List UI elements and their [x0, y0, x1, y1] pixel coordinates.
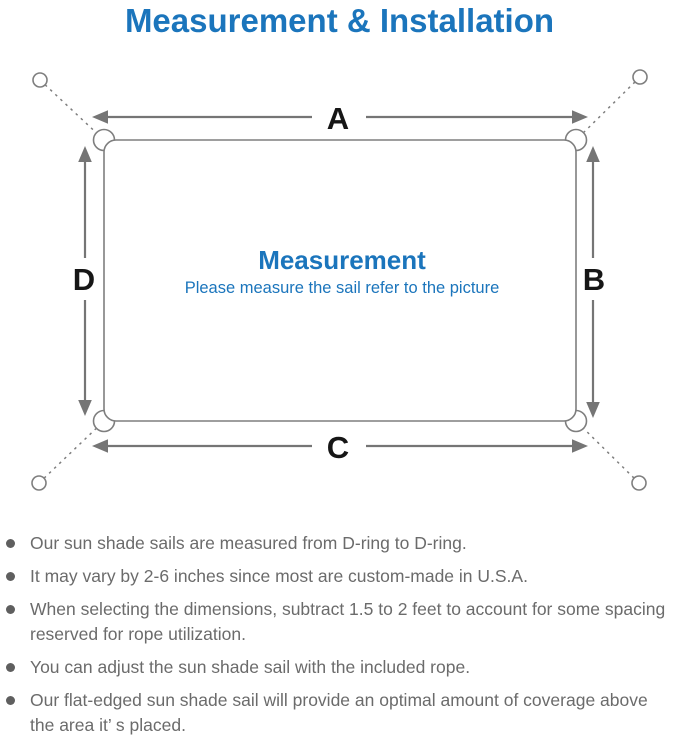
bullet-dot-icon	[6, 696, 15, 705]
diagram-caption-title: Measurement	[258, 245, 426, 275]
corner-rope-lines	[38, 76, 641, 484]
rope-bottom-right	[575, 420, 640, 484]
bullet-dot-icon	[6, 663, 15, 672]
bullet-dot-icon	[6, 539, 15, 548]
anchor-ring-bottom-left	[31, 475, 47, 491]
rope-top-left	[39, 79, 105, 141]
edge-label-c: C	[327, 430, 349, 465]
bullet-dot-icon	[6, 605, 15, 614]
note-text: It may vary by 2-6 inches since most are…	[30, 566, 528, 586]
list-item: Our flat-edged sun shade sail will provi…	[0, 688, 673, 738]
list-item: It may vary by 2-6 inches since most are…	[0, 564, 673, 589]
arrowhead-a-left	[92, 110, 108, 124]
edge-label-b: B	[583, 262, 605, 297]
arrowhead-b-up	[586, 146, 600, 162]
rope-top-right	[575, 76, 641, 141]
diagram-caption-subtitle: Please measure the sail refer to the pic…	[185, 279, 500, 297]
shade-sail-outline	[103, 139, 577, 422]
anchor-point-rings	[31, 69, 648, 491]
list-item: When selecting the dimensions, subtract …	[0, 597, 673, 647]
measurement-notes-list: Our sun shade sails are measured from D-…	[0, 531, 679, 739]
bullet-dot-icon	[6, 572, 15, 581]
dimension-arrows	[83, 115, 595, 448]
anchor-ring-top-right	[632, 69, 648, 85]
edge-label-d: D	[73, 262, 95, 297]
list-item: You can adjust the sun shade sail with t…	[0, 655, 673, 680]
arrowhead-c-left	[92, 439, 108, 453]
edge-label-a: A	[327, 101, 349, 136]
arrowhead-d-up	[78, 146, 92, 162]
arrowhead-d-down	[78, 400, 92, 416]
page-title: Measurement & Installation	[124, 2, 555, 39]
note-text: You can adjust the sun shade sail with t…	[30, 657, 471, 677]
dimension-arrowheads	[78, 110, 600, 453]
anchor-ring-top-left	[32, 72, 48, 88]
note-text: Our sun shade sails are measured from D-…	[30, 533, 467, 553]
rope-bottom-left	[38, 420, 105, 484]
arrowhead-b-down	[586, 402, 600, 418]
arrowhead-c-right	[572, 439, 588, 453]
diagram-center-caption: Measurement Please measure the sail refe…	[185, 245, 500, 297]
anchor-ring-bottom-right	[631, 475, 647, 491]
arrowhead-a-right	[572, 110, 588, 124]
note-text: When selecting the dimensions, subtract …	[30, 599, 666, 644]
list-item: Our sun shade sails are measured from D-…	[0, 531, 673, 556]
note-text: Our flat-edged sun shade sail will provi…	[30, 690, 648, 735]
edge-labels: A B C D	[73, 101, 605, 465]
sail-measurement-diagram: A B C D Measurement Please measure the s…	[31, 69, 648, 491]
